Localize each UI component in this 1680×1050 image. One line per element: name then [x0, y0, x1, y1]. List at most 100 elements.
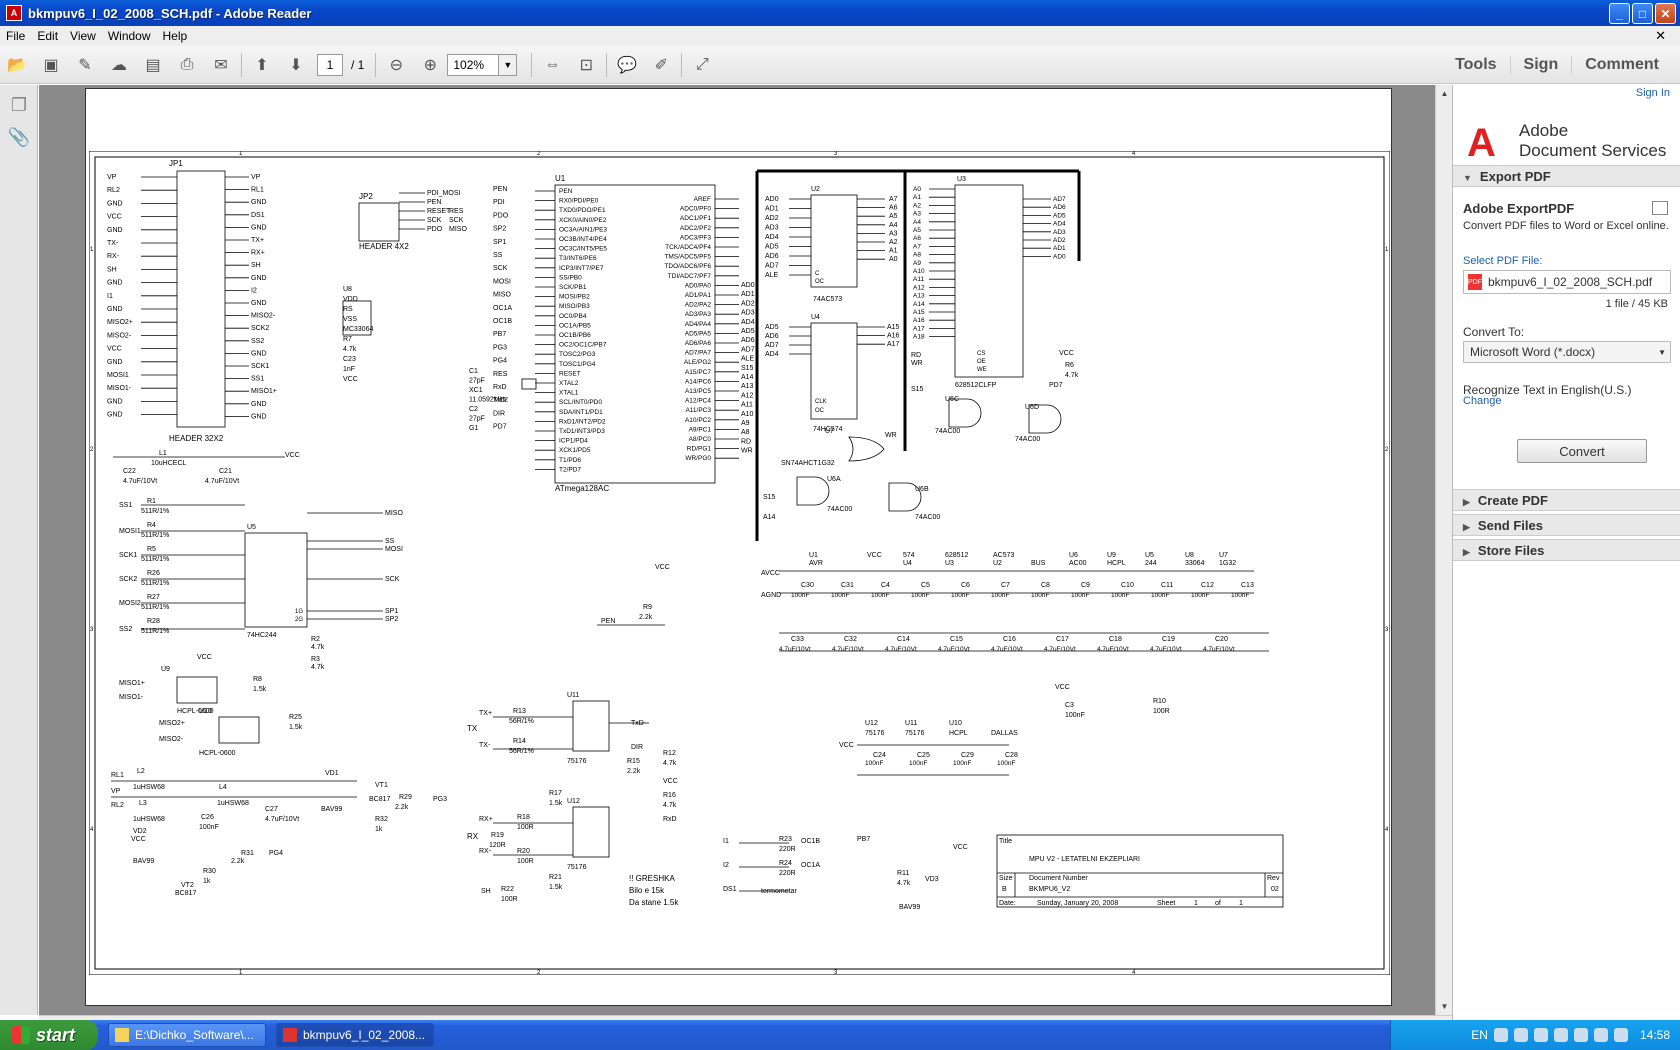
xtal-label: XC1	[469, 387, 483, 394]
scroll-down-icon[interactable]: ▼	[1440, 1002, 1449, 1011]
u3-addr: A17	[913, 325, 925, 332]
bypass-cap-label: C9	[1081, 582, 1090, 589]
save-icon[interactable]: ▤	[145, 56, 161, 74]
menu-edit[interactable]: Edit	[37, 29, 59, 43]
shield-icon[interactable]	[1573, 1028, 1588, 1042]
brand-line1: Adobe	[1519, 121, 1569, 140]
change-link[interactable]: Change	[1463, 395, 1502, 407]
vcc-label: VCC	[839, 742, 854, 749]
u3-pin: CS	[977, 351, 985, 357]
jp2-net: SCK	[449, 217, 464, 224]
relay-label: VP	[111, 788, 121, 795]
open-icon[interactable]: 📂	[7, 56, 27, 74]
convert-button[interactable]: Convert	[1517, 439, 1647, 463]
comment-button[interactable]: Comment	[1571, 56, 1672, 74]
minimize-button[interactable]: _	[1609, 3, 1630, 24]
zoom-input[interactable]: 102%	[447, 53, 500, 76]
cloud-upload-icon[interactable]: ☁	[111, 56, 127, 74]
edit-icon[interactable]: ✎	[78, 56, 92, 74]
comment-icon[interactable]: 💬	[617, 56, 638, 74]
scroll-up-icon[interactable]: ▲	[1440, 89, 1449, 98]
pages-icon[interactable]: ❐	[10, 94, 28, 115]
page-number-input[interactable]: 1	[317, 53, 343, 76]
maximize-button[interactable]: □	[1632, 3, 1653, 24]
zoom-out-icon[interactable]: ⊖	[389, 56, 404, 74]
row-marker: 1	[1385, 247, 1389, 253]
vertical-scrollbar[interactable]: ▲ ▼	[1435, 85, 1452, 1015]
u3-label: U3	[957, 176, 966, 183]
r20-value: 100R	[517, 858, 534, 865]
windows-flag-icon	[12, 1026, 30, 1044]
chrome-icon[interactable]	[1533, 1028, 1548, 1042]
relay-label: 1k	[203, 878, 211, 885]
bp2-label: DALLAS	[991, 730, 1018, 737]
docnum-label: Document Number	[1029, 875, 1088, 882]
next-page-icon[interactable]: ⬇	[289, 56, 303, 74]
bypass-cap-value: 100nF	[1031, 592, 1049, 599]
export-pdf-section[interactable]: ▼Export PDF	[1453, 165, 1680, 187]
create-pdf-header: Create PDF	[1477, 493, 1548, 508]
menu-window[interactable]: Window	[107, 29, 151, 43]
menu-view[interactable]: View	[70, 29, 96, 43]
print-icon[interactable]: ⎙	[180, 55, 194, 73]
menu-help[interactable]: Help	[162, 29, 188, 43]
doc-close-icon[interactable]: ✕	[1655, 28, 1666, 43]
store-files-section[interactable]: ▶Store Files	[1453, 539, 1680, 561]
misc-label: PB7	[857, 836, 870, 843]
taskbar-reader[interactable]: bkmpuv6_I_02_2008...	[276, 1023, 434, 1047]
u1-net: AD2	[741, 300, 755, 307]
u3-addr: A1	[913, 194, 921, 201]
fit-page-icon[interactable]: ⊡	[579, 56, 594, 74]
jp1-net-left: GND	[107, 359, 123, 366]
highlight-icon[interactable]: ✐	[654, 56, 669, 74]
r6-vcc: VCC	[1059, 350, 1074, 357]
start-button[interactable]: start	[0, 1020, 98, 1050]
u12-part: 75176	[567, 864, 587, 871]
sign-in-link[interactable]: Sign In	[1635, 87, 1670, 99]
convert-to-select[interactable]: Microsoft Word (*.docx)▼	[1463, 341, 1671, 363]
fullscreen-icon[interactable]: ⤢	[695, 55, 709, 73]
prev-page-icon[interactable]: ⬆	[255, 56, 269, 74]
bp2-cap-label: C28	[1005, 752, 1018, 759]
sign-button[interactable]: Sign	[1509, 56, 1572, 74]
send-files-section[interactable]: ▶Send Files	[1453, 514, 1680, 536]
jp1-net-left: RL2	[107, 187, 120, 194]
u3-addr: A10	[913, 268, 925, 275]
u1-net: MISO	[493, 292, 511, 299]
u7-net: WR	[885, 432, 897, 439]
exportpdf-icon[interactable]	[1652, 201, 1668, 215]
bulk-cap-label: C32	[844, 636, 857, 643]
u1-pin: A14/PC6	[685, 378, 711, 385]
usb-icon[interactable]	[1593, 1028, 1608, 1042]
u2-in: AD0	[765, 196, 779, 203]
tools-button[interactable]: Tools	[1455, 56, 1497, 73]
ie-icon[interactable]	[1493, 1028, 1508, 1042]
create-pdf-icon[interactable]: ▣	[43, 56, 59, 74]
volume-icon[interactable]	[1613, 1028, 1628, 1042]
email-icon[interactable]: ✉	[214, 56, 228, 74]
u8-label: R7	[343, 336, 352, 343]
refresh-icon[interactable]	[1513, 1028, 1528, 1042]
u7-label: U7	[825, 428, 834, 435]
schematic-drawing: 1 2 3 4 1 2 3 4 1 2 3 4 1 2 3 4 JP1 HEAD…	[89, 151, 1390, 975]
zoom-in-icon[interactable]: ⊕	[423, 56, 438, 74]
u1-net: PG4	[493, 358, 507, 365]
net-rx: RX	[467, 832, 479, 841]
attachment-icon[interactable]: 📎	[7, 126, 31, 147]
chevron-down-icon[interactable]: ▼	[499, 53, 518, 76]
u1-net: SCK	[493, 265, 508, 272]
bulk-cap-value: 4.7uF/10Vt	[885, 646, 917, 653]
menu-file[interactable]: File	[6, 29, 26, 43]
network-icon[interactable]	[1553, 1028, 1568, 1042]
bypass-top-label: HCPL	[1107, 560, 1126, 567]
jp1-net-right: GND	[251, 224, 267, 231]
create-pdf-section[interactable]: ▶Create PDF	[1453, 489, 1680, 511]
misc-label: OC1B	[801, 838, 820, 845]
taskbar-explorer[interactable]: E:\Dichko_Software\...	[108, 1023, 266, 1047]
fit-width-icon[interactable]: ⇔	[544, 55, 561, 73]
u5-res-label: R28	[147, 618, 160, 625]
recognize-text: Recognize Text in English(U.S.)	[1463, 383, 1632, 397]
close-button[interactable]: ✕	[1655, 3, 1676, 24]
language-indicator[interactable]: EN	[1471, 1028, 1488, 1042]
